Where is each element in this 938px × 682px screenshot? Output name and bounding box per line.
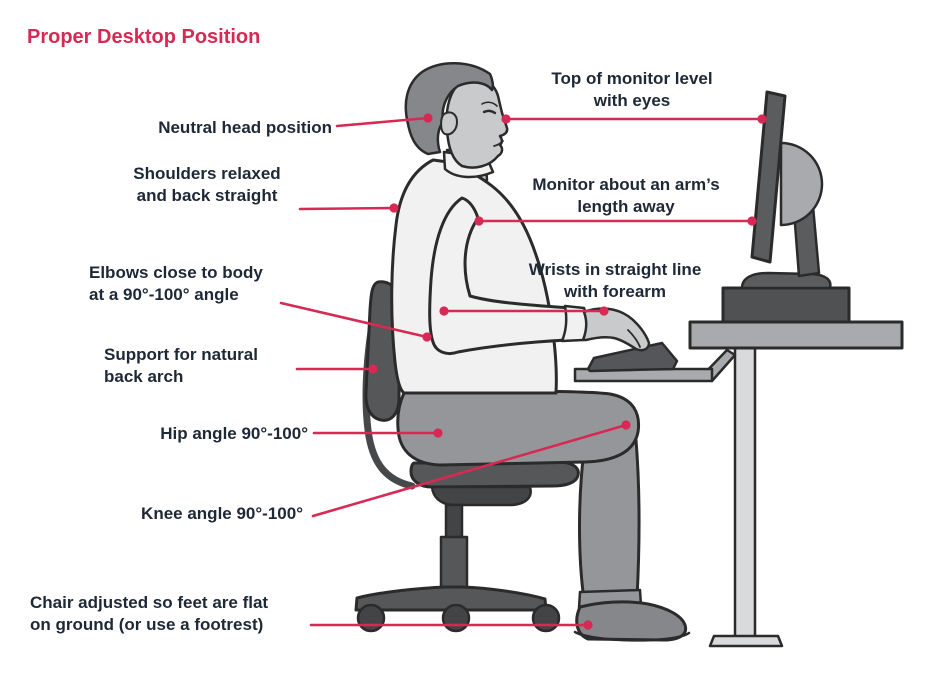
chair-cylinder-upper	[444, 503, 464, 541]
caster-wheel	[441, 603, 471, 633]
desk-leg-foot	[708, 634, 784, 648]
hips-thigh	[396, 389, 641, 467]
leader-feet-flat	[309, 620, 593, 630]
label-hip-angle: Hip angle 90°-100°	[160, 424, 308, 443]
chair-cylinder	[439, 535, 469, 591]
label-feet-flat: Chair adjusted so feet are flat on groun…	[30, 593, 269, 634]
leader-elbows	[279, 301, 432, 342]
monitor-riser	[721, 286, 851, 324]
monitor-stand-base	[740, 271, 832, 290]
eye	[482, 109, 497, 115]
label-monitor-arms-length: Monitor about an arm’s length away	[532, 175, 720, 216]
label-knee-angle: Knee angle 90°-100°	[141, 504, 303, 523]
desk	[573, 320, 904, 648]
leader-knee-angle	[311, 420, 631, 518]
leader-lines	[279, 113, 767, 630]
label-elbows-angle: Elbows close to body at a 90°-100° angle	[89, 263, 263, 304]
shoe	[575, 600, 688, 642]
shoe-sole	[573, 630, 691, 642]
desk-leg	[733, 344, 757, 640]
hair	[404, 62, 495, 156]
caster-wheel	[356, 603, 386, 633]
label-neutral-head-position: Neutral head position	[158, 118, 332, 137]
monitor	[721, 90, 851, 324]
page-title: Proper Desktop Position	[27, 26, 261, 48]
desk-top	[688, 320, 904, 350]
label-shoulders-relaxed: Shoulders relaxed and back straight	[133, 164, 281, 205]
hand	[581, 307, 651, 352]
leader-shoulders	[298, 203, 399, 213]
chair-seat	[409, 460, 580, 489]
lower-leg	[578, 438, 641, 602]
leader-top-monitor	[501, 114, 767, 124]
leader-hip-angle	[312, 428, 443, 438]
monitor-panel	[750, 90, 787, 264]
leader-monitor-distance	[474, 216, 757, 226]
arm-sleeve	[428, 196, 571, 356]
leader-neutral-head	[335, 113, 433, 128]
keyboard-wedge	[586, 341, 679, 373]
ear	[440, 111, 458, 136]
caster-wheel	[531, 603, 561, 633]
label-back-support: Support for natural back arch	[104, 345, 258, 386]
mouth	[493, 140, 504, 147]
keyboard	[586, 341, 679, 373]
leader-back-support	[295, 364, 378, 374]
chair-mechanism	[430, 485, 532, 507]
monitor-back	[779, 141, 824, 227]
finger-line	[627, 329, 641, 348]
label-top-of-monitor: Top of monitor level with eyes	[551, 69, 713, 110]
eyebrow	[481, 101, 498, 107]
leader-wrists	[439, 306, 609, 316]
label-wrists-straight: Wrists in straight line with forearm	[528, 260, 702, 301]
chair-base	[354, 585, 548, 612]
person-figure	[390, 62, 691, 642]
